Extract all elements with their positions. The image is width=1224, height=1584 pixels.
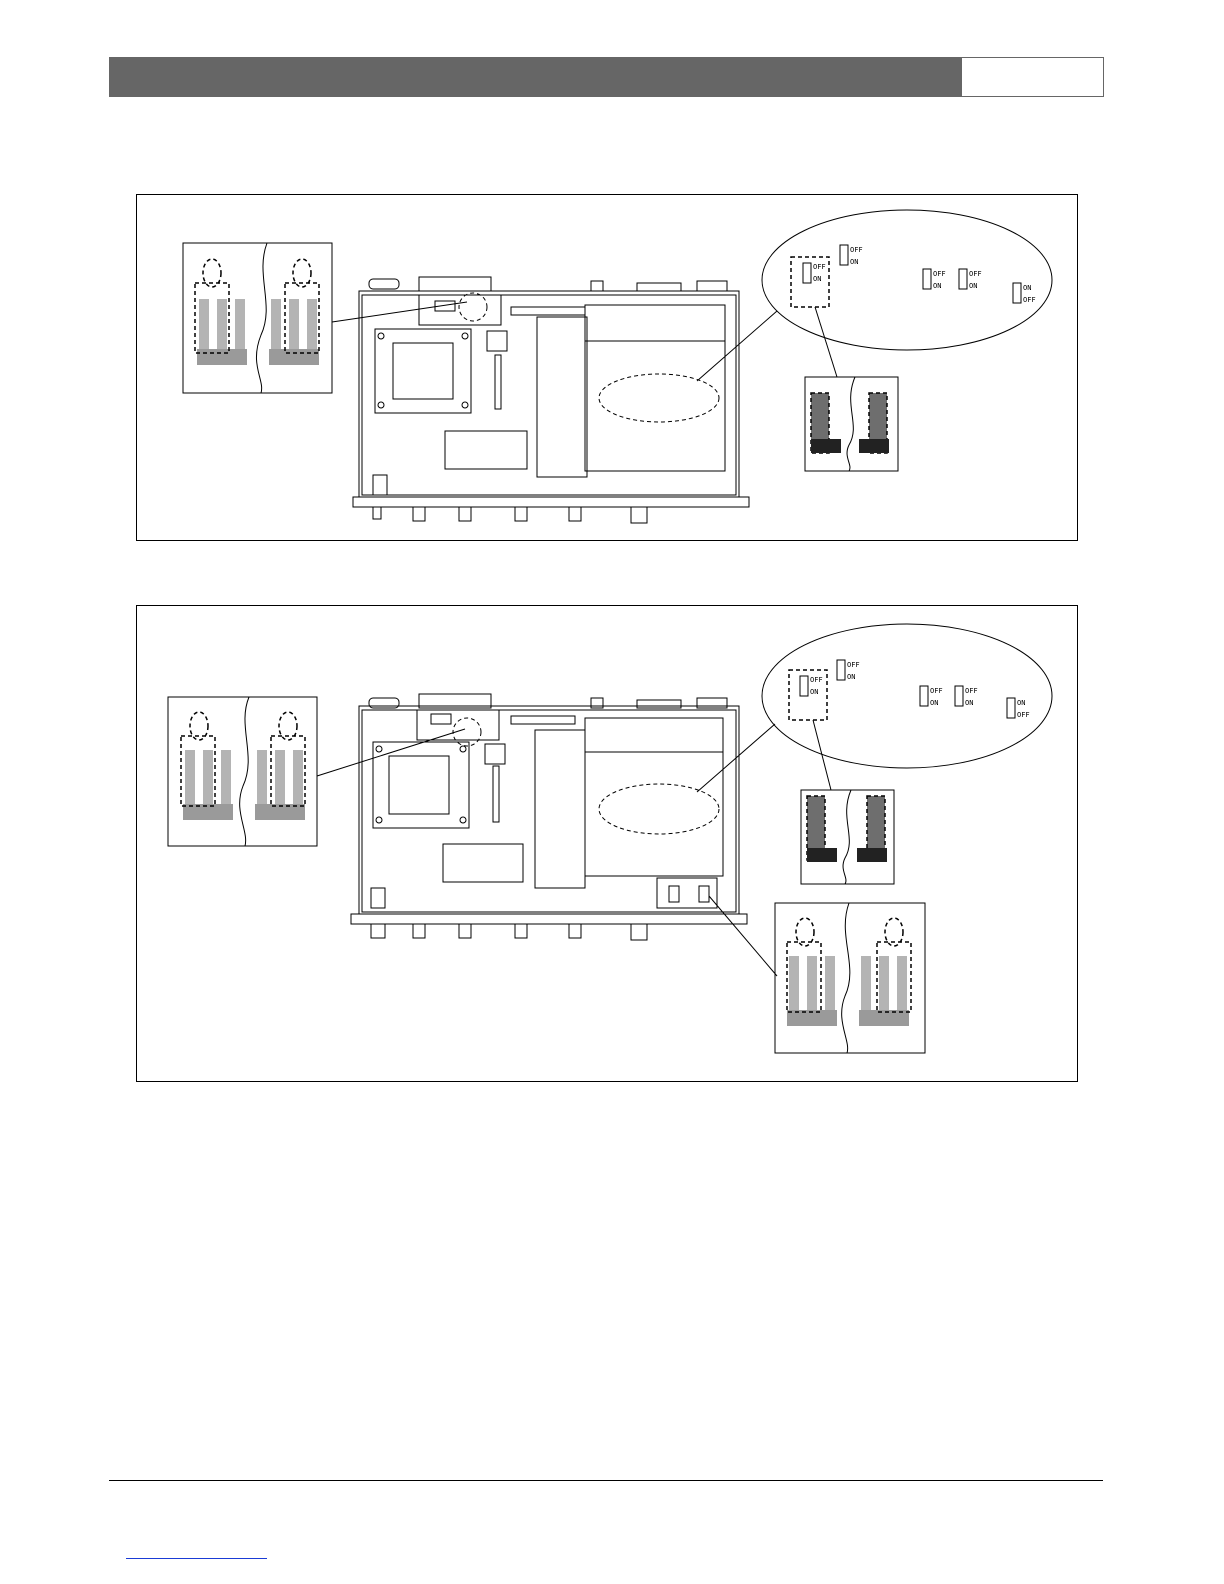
footer-link-underline[interactable] xyxy=(126,1558,267,1559)
switch-label: OFF xyxy=(1023,296,1036,304)
dip-switch-labels-top: OFF ON OFF ON OFF ON OFF ON ON OFF xyxy=(813,246,1036,304)
header-page-box xyxy=(961,57,1104,97)
switch-label: ON xyxy=(933,282,941,290)
switch-label: OFF xyxy=(850,246,863,254)
chassis-top-view xyxy=(351,694,747,940)
switch-label: ON xyxy=(1023,284,1031,292)
switch-label: OFF xyxy=(1017,711,1030,719)
switch-label: ON xyxy=(850,258,858,266)
switch-label: ON xyxy=(813,275,821,283)
switch-label: OFF xyxy=(933,270,946,278)
figure-top: OFF ON OFF ON OFF ON OFF ON ON OFF xyxy=(136,194,1078,541)
figure-top-drawing: OFF ON OFF ON OFF ON OFF ON ON OFF xyxy=(137,195,1077,540)
jumper-pair-light xyxy=(181,712,305,820)
header-bar xyxy=(109,57,961,97)
switch-label: ON xyxy=(969,282,977,290)
switch-label: OFF xyxy=(965,687,978,695)
switch-label: OFF xyxy=(969,270,982,278)
switch-label: ON xyxy=(930,699,938,707)
jumper-pair-light-bottom xyxy=(787,918,911,1026)
switch-label: OFF xyxy=(813,263,826,271)
switch-label: ON xyxy=(1017,699,1025,707)
footer-rule xyxy=(109,1480,1103,1481)
dip-switch-callout xyxy=(762,210,1052,350)
switch-label: OFF xyxy=(847,661,860,669)
chassis-top-view xyxy=(353,277,749,523)
figure-bottom-drawing: OFF ON OFF ON OFF ON OFF ON ON OFF xyxy=(137,606,1077,1081)
switch-label: ON xyxy=(847,673,855,681)
switch-label: ON xyxy=(965,699,973,707)
switch-label: ON xyxy=(810,688,818,696)
switch-label: OFF xyxy=(810,676,823,684)
switch-label: OFF xyxy=(930,687,943,695)
figure-bottom: OFF ON OFF ON OFF ON OFF ON ON OFF xyxy=(136,605,1078,1082)
